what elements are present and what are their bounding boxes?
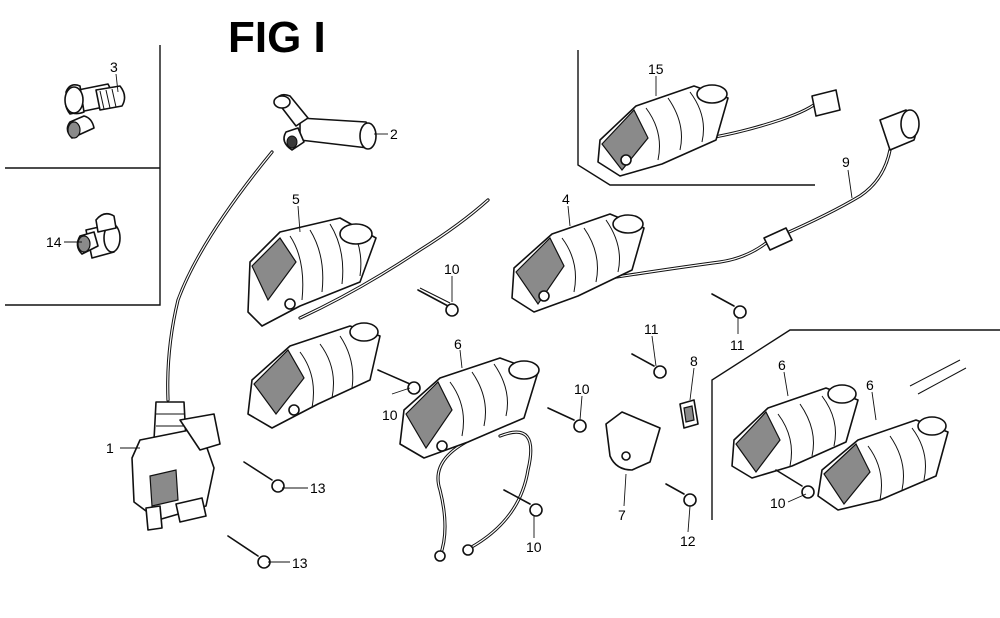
callout-10d: 10 <box>526 539 542 555</box>
section-frames <box>5 45 1000 520</box>
callout-15: 15 <box>648 61 664 77</box>
callout-11b: 11 <box>644 321 659 337</box>
callout-14: 14 <box>46 234 62 250</box>
part-7-bracket <box>605 411 661 471</box>
callout-10c: 10 <box>574 381 590 397</box>
part-6-coil-right-b <box>817 359 967 511</box>
callout-6a: 6 <box>454 336 462 352</box>
part-8-clip <box>679 399 699 429</box>
part-6-coil-center <box>399 357 540 562</box>
part-6-coil-right-a <box>731 384 859 479</box>
figure-title: FIG I <box>228 13 326 62</box>
part-4-coil <box>511 213 772 313</box>
part-6-coil-left <box>247 322 381 429</box>
part-14-plug-cap <box>76 212 121 259</box>
part-1-ignition-coil <box>131 150 274 531</box>
bolts <box>227 287 815 569</box>
callout-5: 5 <box>292 191 300 207</box>
part-15-coil <box>597 84 841 177</box>
part-9-harness <box>763 109 920 251</box>
callout-10e: 10 <box>770 495 786 511</box>
part-2-plug-cap <box>273 93 377 151</box>
callout-2: 2 <box>390 126 398 142</box>
callout-1: 1 <box>106 440 114 456</box>
callout-13b: 13 <box>292 555 308 571</box>
callout-13a: 13 <box>310 480 326 496</box>
part-3-plug-cap <box>64 83 126 139</box>
callout-12: 12 <box>680 533 696 549</box>
callout-10b: 10 <box>382 407 398 423</box>
callout-3: 3 <box>110 59 118 75</box>
callout-8: 8 <box>690 353 698 369</box>
callout-10a: 10 <box>444 261 460 277</box>
leader-lines <box>64 73 877 563</box>
callout-7: 7 <box>618 507 626 523</box>
part-5-charge-coil <box>247 198 490 327</box>
callout-6c: 6 <box>866 377 874 393</box>
callout-4: 4 <box>562 191 570 207</box>
callout-labels: 3 2 14 5 10 4 15 9 11 11 6 10 10 8 1 13 … <box>46 59 874 571</box>
callout-6b: 6 <box>778 357 786 373</box>
callout-9: 9 <box>842 154 850 170</box>
callout-11a: 11 <box>730 337 745 353</box>
